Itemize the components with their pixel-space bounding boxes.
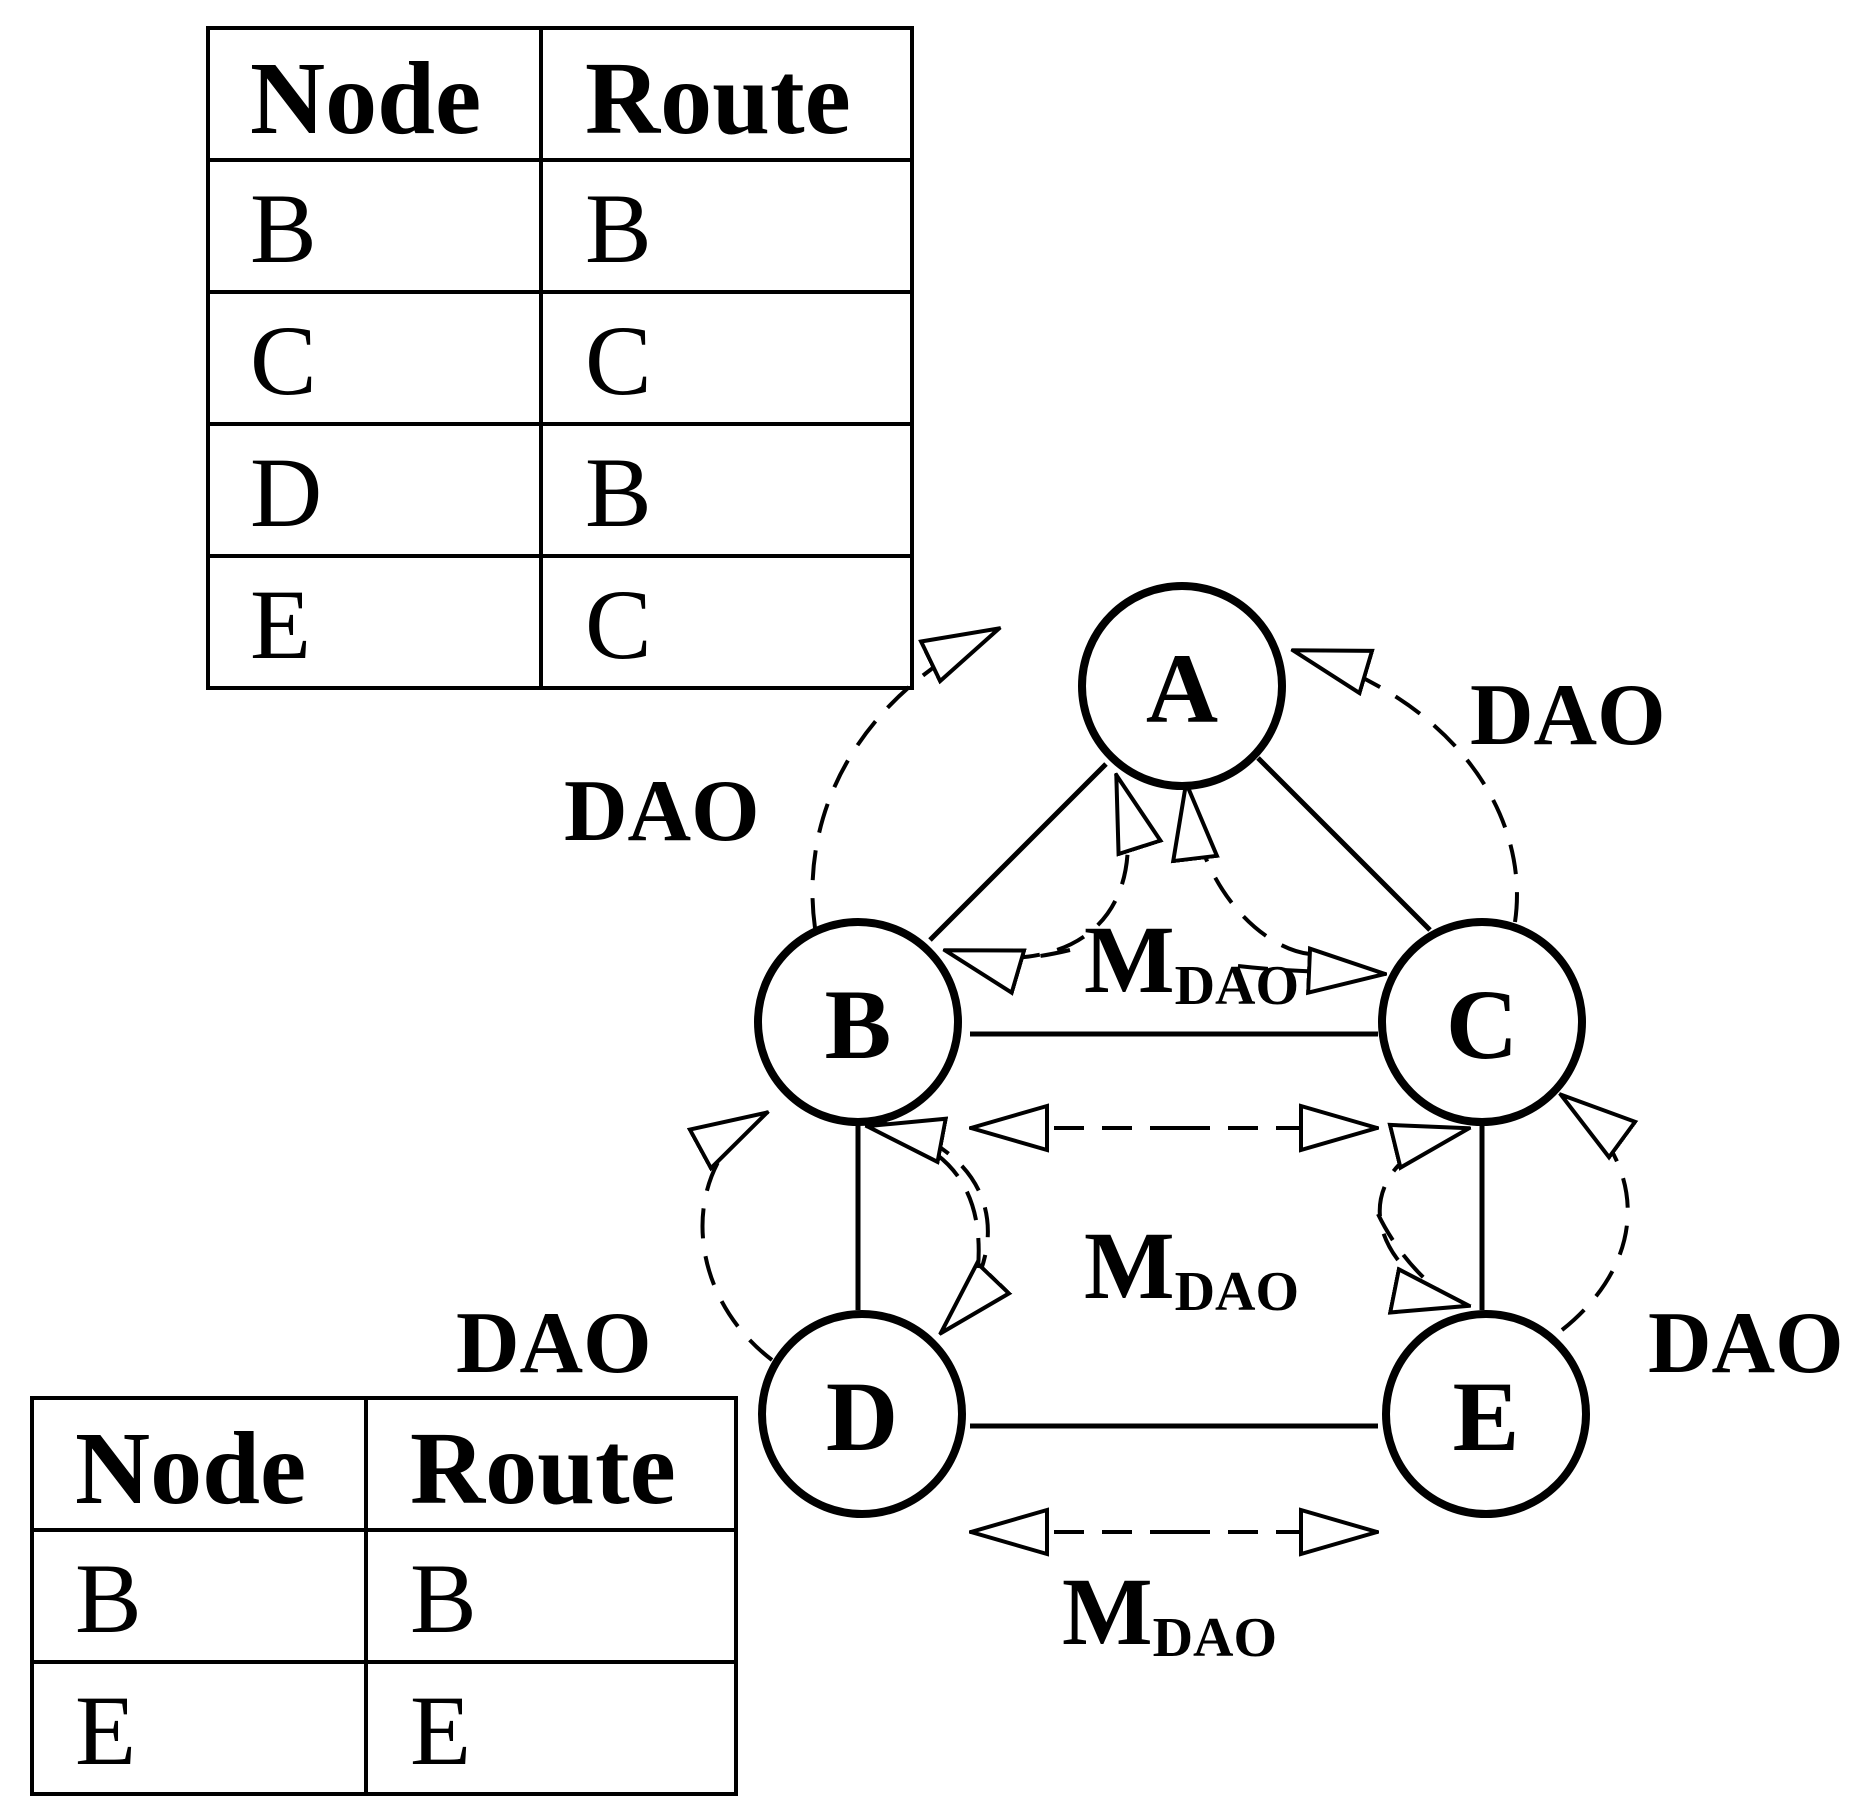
table-cell: B [585, 437, 652, 548]
mdao-sub: DAO [1175, 955, 1299, 1017]
table-cell: B [410, 1543, 477, 1654]
arrow-dao-c-to-a [1292, 648, 1519, 923]
table-cell: E [250, 569, 311, 680]
node-c: C [1378, 918, 1586, 1126]
arrow-mdao-b-to-d [877, 1120, 988, 1334]
mdao-label-upper: MDAO [1084, 906, 1299, 1017]
table-cell: C [585, 305, 652, 416]
table-header-node: Node [75, 1411, 306, 1526]
arrow-mdao-to-c [1237, 966, 1386, 974]
node-d-circle [758, 1310, 966, 1518]
node-a: A [1078, 582, 1286, 790]
table-border [206, 26, 914, 690]
table-cell: C [250, 305, 317, 416]
arrow-mdao-c-to-a-inner [1186, 782, 1311, 956]
table-cell: E [410, 1675, 471, 1786]
node-d-label: D [826, 1361, 898, 1472]
routing-table-bottom: Node Route B B E E [30, 1396, 738, 1796]
dao-label-bottom-left: DAO [456, 1295, 652, 1392]
message-arrows [702, 628, 1627, 1532]
node-b-circle [754, 918, 962, 1126]
table-cell: B [585, 173, 652, 284]
arrow-mdao-to-b [944, 948, 1071, 959]
table-cell: B [75, 1543, 142, 1654]
network-links [855, 756, 1485, 1429]
node-a-label: A [1146, 633, 1218, 744]
table-cell: D [250, 437, 322, 548]
node-b: B [754, 918, 962, 1126]
dao-label-top-left: DAO [564, 763, 760, 860]
dao-label-bottom-right: DAO [1648, 1295, 1844, 1392]
arrow-mdao-c-to-e-inner [1376, 1213, 1470, 1306]
node-c-circle [1378, 918, 1586, 1126]
mdao-main: M [1084, 906, 1175, 1013]
arrow-mdao-d-to-b-inner [866, 1126, 981, 1269]
message-labels: DAO DAO DAO DAO MDAO MDAO MDAO [456, 667, 1844, 1669]
mdao-sub: DAO [1153, 1607, 1277, 1669]
table-header-route: Route [585, 41, 851, 156]
routing-table-top: Node Route B B C C D B E C [206, 26, 914, 690]
table-cell: B [250, 173, 317, 284]
node-d: D [758, 1310, 966, 1518]
node-e-circle [1382, 1310, 1590, 1518]
mdao-main: M [1084, 1212, 1175, 1319]
node-a-circle [1078, 582, 1286, 790]
mdao-label-lower: MDAO [1062, 1558, 1277, 1669]
mdao-sub: DAO [1175, 1261, 1299, 1323]
table-header-route: Route [410, 1411, 676, 1526]
table-cell: E [75, 1675, 136, 1786]
arrow-dao-e-to-c [1560, 1094, 1628, 1332]
link-a-b [928, 762, 1108, 942]
table-header-node: Node [250, 41, 481, 156]
arrow-mdao-e-to-c-inner [1377, 1128, 1470, 1262]
arrow-dao-b-to-a [810, 628, 1000, 929]
node-e-label: E [1453, 1361, 1520, 1472]
mdao-main: M [1062, 1558, 1153, 1665]
node-b-label: B [825, 969, 892, 1080]
mdao-label-middle: MDAO [1084, 1212, 1299, 1323]
node-c-label: C [1446, 969, 1518, 1080]
link-a-c [1256, 756, 1432, 932]
arrow-dao-d-to-b [702, 1112, 772, 1362]
table-border [30, 1396, 738, 1796]
arrow-mdao-b-to-a-inner [1009, 774, 1128, 960]
network-nodes: A B C D E [754, 582, 1590, 1518]
node-e: E [1382, 1310, 1590, 1518]
table-cell: C [585, 569, 652, 680]
dao-label-top-right: DAO [1470, 667, 1666, 764]
